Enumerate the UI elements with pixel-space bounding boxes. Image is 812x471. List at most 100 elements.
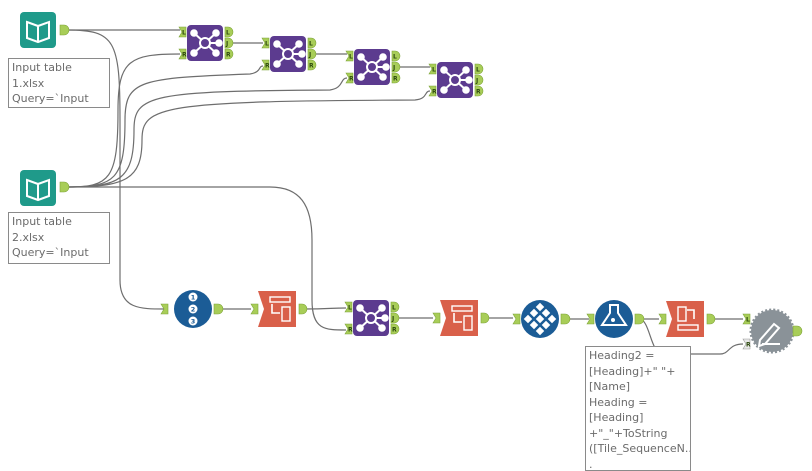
left-output-anchor[interactable]: [474, 63, 484, 75]
anchor-label: L: [432, 67, 436, 74]
right-output-anchor[interactable]: [307, 59, 317, 71]
left-output-anchor[interactable]: [391, 50, 401, 62]
output-anchor[interactable]: [480, 312, 490, 324]
wire-input2-join5[interactable]: [67, 186, 347, 331]
anchor-label: R: [226, 52, 231, 59]
anchor-label: L: [182, 30, 186, 37]
left-output-anchor[interactable]: [224, 26, 234, 38]
svg-text:R: R: [746, 342, 751, 349]
output-anchor[interactable]: [59, 181, 70, 193]
svg-text:2: 2: [191, 306, 196, 314]
wire-input2-join4[interactable]: [66, 90, 431, 188]
annotation-formula: Heading2 = [Heading]+" "+ [Name] Heading…: [585, 346, 691, 471]
crosstab-tool[interactable]: [658, 301, 716, 337]
anchor-label: L: [349, 54, 353, 61]
input-data-tool-1[interactable]: [20, 12, 70, 48]
wire-formula-render-right[interactable]: [638, 318, 744, 355]
right-output-anchor[interactable]: [390, 323, 400, 335]
anchor-label: L: [309, 41, 313, 48]
wire-input2-join2[interactable]: [66, 65, 264, 188]
svg-text:L: L: [746, 317, 750, 324]
right-input-anchor[interactable]: [742, 338, 751, 350]
left-input-anchor[interactable]: [344, 301, 353, 313]
transpose-icon: [440, 300, 478, 336]
left-input-anchor[interactable]: [178, 26, 187, 38]
transpose-tool-2[interactable]: [432, 300, 490, 336]
output-anchor[interactable]: [706, 313, 716, 325]
right-output-anchor[interactable]: [474, 85, 484, 97]
left-input-anchor[interactable]: [345, 50, 354, 62]
anchor-label: R: [182, 52, 187, 59]
tile-tool[interactable]: [512, 300, 571, 338]
anchor-label: R: [309, 63, 314, 70]
transpose-icon: [258, 291, 296, 327]
left-output-anchor[interactable]: [390, 301, 400, 313]
right-input-anchor[interactable]: [428, 85, 437, 97]
annotation-input-2: Input table 2.xlsx Query=`Input Table 2$…: [8, 212, 110, 264]
anchor-label: R: [349, 76, 354, 83]
anchor-label: R: [348, 327, 353, 334]
record-id-tool[interactable]: 1 2 3: [160, 290, 224, 328]
right-input-anchor[interactable]: [261, 59, 270, 71]
transpose-tool-1[interactable]: [250, 291, 308, 327]
right-input-anchor[interactable]: [178, 48, 187, 60]
right-output-anchor[interactable]: [224, 48, 234, 60]
join-output-anchor[interactable]: [224, 37, 234, 49]
input-anchor[interactable]: [586, 313, 595, 325]
anchor-label: J: [392, 65, 395, 72]
left-output-anchor[interactable]: [307, 37, 317, 49]
output-anchor[interactable]: [298, 303, 308, 315]
input-data-tool-2[interactable]: [20, 170, 70, 206]
wire-input1-recordid[interactable]: [66, 29, 166, 310]
anchor-label: L: [392, 305, 396, 312]
output-anchor[interactable]: [213, 303, 224, 315]
wire-input2-join1[interactable]: [66, 53, 181, 188]
join-output-anchor[interactable]: [307, 48, 317, 60]
output-anchor[interactable]: [59, 24, 70, 36]
anchor-label: L: [476, 67, 480, 74]
render-tool[interactable]: L R: [742, 308, 803, 354]
formula-tool[interactable]: [586, 300, 645, 338]
output-anchor[interactable]: [560, 313, 571, 325]
svg-text:3: 3: [191, 318, 196, 326]
anchor-label: J: [225, 41, 228, 48]
anchor-label: J: [391, 316, 394, 323]
connections: [66, 29, 744, 355]
anchor-label: R: [392, 327, 397, 334]
output-anchor[interactable]: [792, 325, 803, 337]
anchor-label: L: [226, 30, 230, 37]
left-input-anchor[interactable]: [261, 37, 270, 49]
left-input-anchor[interactable]: [428, 63, 437, 75]
input-anchor[interactable]: [512, 313, 521, 325]
join-output-anchor[interactable]: [390, 312, 400, 324]
anchor-label: J: [308, 52, 311, 59]
anchor-label: R: [265, 63, 270, 70]
annotation-input-1: Input table 1.xlsx Query=`Input Table 1$…: [8, 58, 110, 108]
wire-input2-join3[interactable]: [66, 77, 348, 188]
input-anchor[interactable]: [160, 303, 169, 315]
input-anchor[interactable]: [658, 313, 667, 325]
output-anchor[interactable]: [634, 313, 645, 325]
join-output-anchor[interactable]: [391, 61, 401, 73]
join-output-anchor[interactable]: [474, 74, 484, 86]
svg-text:1: 1: [191, 294, 196, 302]
right-output-anchor[interactable]: [391, 72, 401, 84]
input-anchor[interactable]: [432, 312, 441, 324]
anchor-label: R: [393, 76, 398, 83]
anchor-label: L: [348, 305, 352, 312]
anchor-label: J: [475, 78, 478, 85]
anchor-label: R: [432, 89, 437, 96]
input-anchor[interactable]: [250, 303, 259, 315]
right-input-anchor[interactable]: [345, 72, 354, 84]
right-input-anchor[interactable]: [344, 323, 353, 335]
wire-transpose1-join5[interactable]: [302, 307, 347, 310]
left-input-anchor[interactable]: [742, 313, 751, 325]
anchor-label: R: [476, 89, 481, 96]
anchor-label: L: [393, 54, 397, 61]
